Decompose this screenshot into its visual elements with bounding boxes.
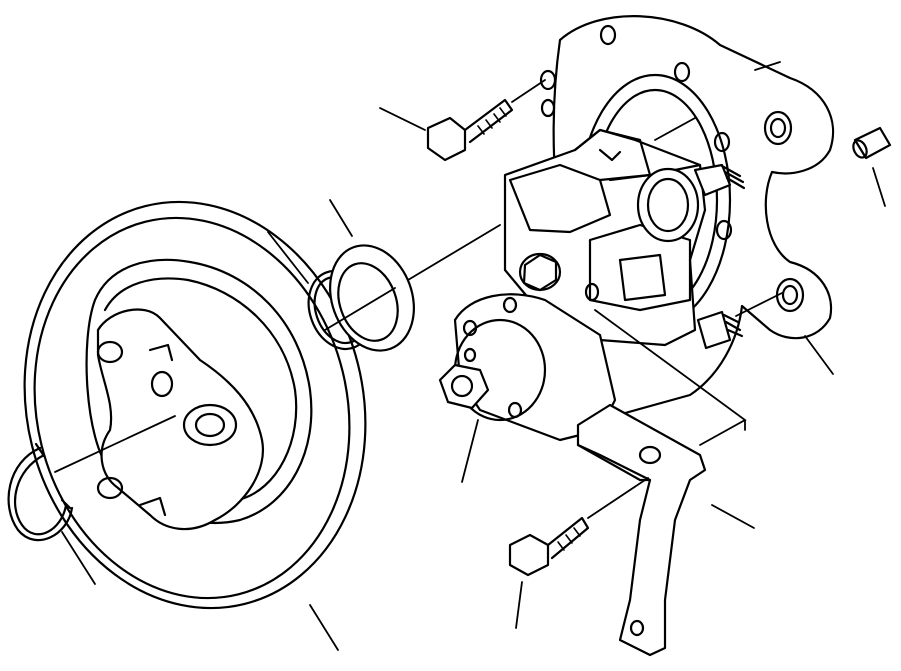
leader-ring-to-caliper bbox=[407, 224, 501, 281]
leader-stud-nut bbox=[461, 419, 479, 483]
leader-flange-top bbox=[754, 61, 781, 71]
snap-ring bbox=[7, 442, 74, 542]
stud-nut-upper bbox=[693, 163, 746, 197]
leader-flange-hole bbox=[735, 292, 783, 317]
leader-flange-inner bbox=[654, 117, 696, 141]
yoke-hub bbox=[96, 308, 265, 531]
anchor-plate bbox=[438, 293, 617, 442]
leader-bolt-to-bracket bbox=[587, 477, 649, 519]
leader-disc bbox=[309, 604, 339, 651]
bracket-bolt bbox=[508, 516, 590, 577]
stud-nut-lower bbox=[696, 310, 744, 350]
leader-caliper-group bbox=[594, 309, 747, 446]
dowel-pin bbox=[852, 126, 892, 160]
leader-o-ring bbox=[267, 231, 309, 284]
leader-seal-ring bbox=[329, 199, 353, 237]
leader-lines bbox=[54, 61, 886, 651]
seal-ring bbox=[329, 244, 415, 352]
leader-snap-ring bbox=[61, 531, 96, 585]
leader-bolt-to-flange bbox=[511, 79, 546, 103]
leader-bracket bbox=[711, 504, 755, 529]
leader-dowel-pin bbox=[872, 167, 886, 207]
caliper-assembly bbox=[503, 128, 707, 347]
leader-flange-lower bbox=[804, 335, 834, 375]
bracket bbox=[576, 403, 707, 657]
caliper-bolt bbox=[426, 98, 514, 162]
leader-ring-axis bbox=[324, 287, 396, 331]
leader-caliper-bolt bbox=[379, 107, 426, 131]
leader-hub-axis bbox=[54, 415, 176, 473]
leader-bracket-bolt bbox=[515, 581, 523, 629]
